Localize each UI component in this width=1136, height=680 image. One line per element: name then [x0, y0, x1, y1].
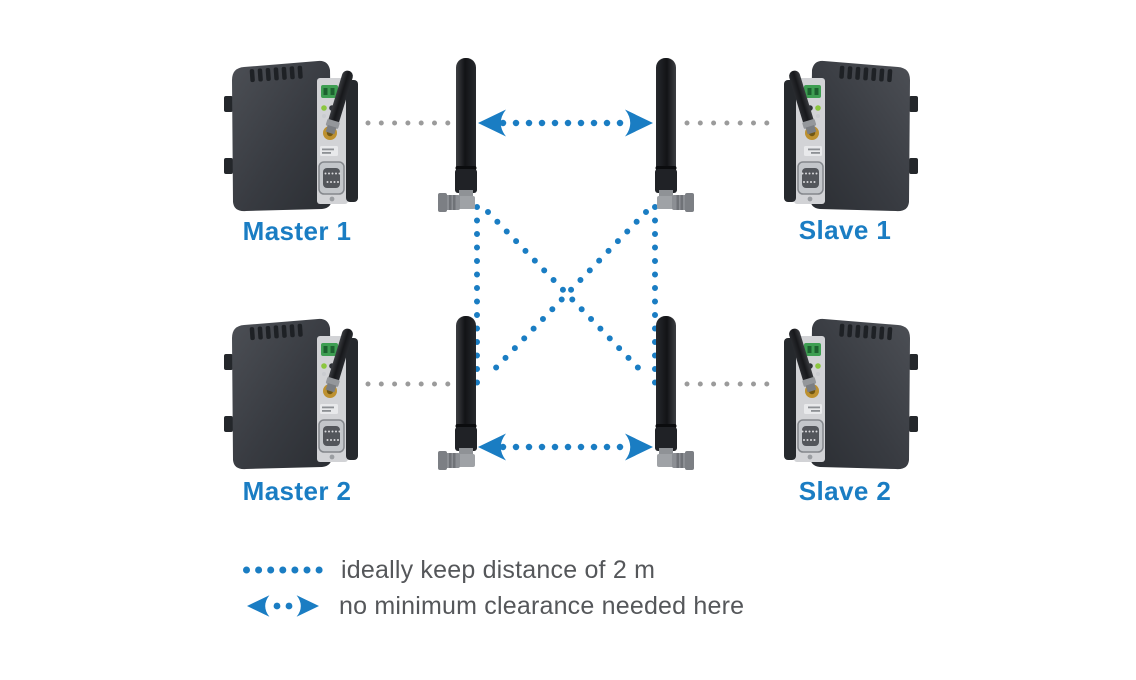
arrowhead-right-icon: [625, 109, 653, 137]
antenna-top-left-icon: [438, 58, 477, 212]
legend-label-distance: ideally keep distance of 2 m: [341, 556, 656, 584]
antenna-bottom-right-icon: [655, 316, 694, 470]
legend-row-distance: ideally keep distance of 2 m: [243, 555, 655, 585]
device-label-master-1: Master 1: [242, 216, 352, 246]
blue-dotted-line-icon: [243, 566, 323, 574]
distance-line-diagonal-rl: [485, 209, 649, 379]
distance-line-diagonal-lr: [485, 209, 649, 379]
clearance-arrow-bottom: [478, 433, 653, 461]
device-master-1: [223, 60, 359, 212]
device-antenna-connector-lines: [365, 120, 770, 387]
device-master-2: [223, 318, 359, 470]
legend-label-clearance: no minimum clearance needed here: [339, 592, 745, 620]
arrowhead-right-icon: [625, 433, 653, 461]
device-slave-2: [783, 318, 919, 470]
device-label-slave-2: Slave 2: [798, 476, 892, 506]
device-label-slave-1: Slave 1: [798, 215, 892, 245]
legend-row-clearance: no minimum clearance needed here: [245, 591, 744, 621]
antenna-bottom-left-icon: [438, 316, 477, 470]
distance-lines: [474, 204, 658, 386]
blue-double-arrow-icon: [247, 595, 319, 617]
clearance-arrow-top: [478, 109, 653, 137]
antenna-top-right-icon: [655, 58, 694, 212]
device-slave-1: [783, 60, 919, 212]
device-label-master-2: Master 2: [242, 476, 352, 506]
